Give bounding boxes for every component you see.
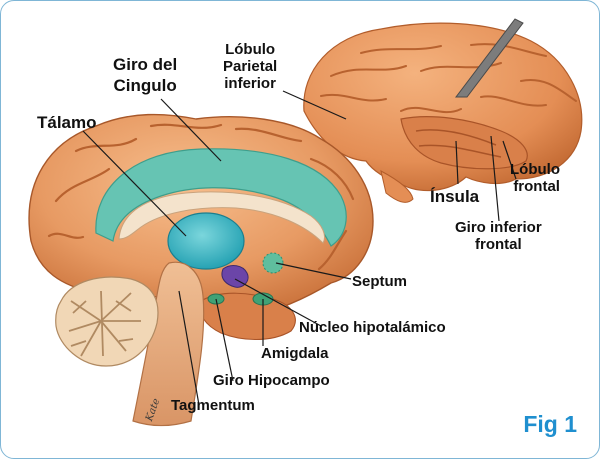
label-tagmentum: Tagmentum bbox=[171, 397, 255, 414]
leader-lines bbox=[82, 90, 517, 406]
label-lobulo-parietal: Lóbulo Parietal inferior bbox=[223, 41, 278, 92]
label-giro-hipocampo: Giro Hipocampo bbox=[213, 372, 330, 389]
label-giro-inferior-frontal: Giro inferior frontal bbox=[455, 219, 542, 253]
lateral-brain bbox=[303, 18, 583, 203]
label-giro-cingulo: Giro del Cingulo bbox=[113, 55, 178, 95]
label-amigdala: Amigdala bbox=[261, 345, 329, 362]
label-lobulo-frontal: Lóbulo frontal bbox=[510, 161, 560, 195]
label-talamo: Tálamo bbox=[37, 113, 97, 132]
label-insula: Ínsula bbox=[430, 187, 480, 206]
label-nucleo-hipotalamico: Núcleo hipotalámico bbox=[299, 319, 446, 336]
figure-label: Fig 1 bbox=[523, 411, 577, 437]
label-septum: Septum bbox=[352, 273, 408, 290]
